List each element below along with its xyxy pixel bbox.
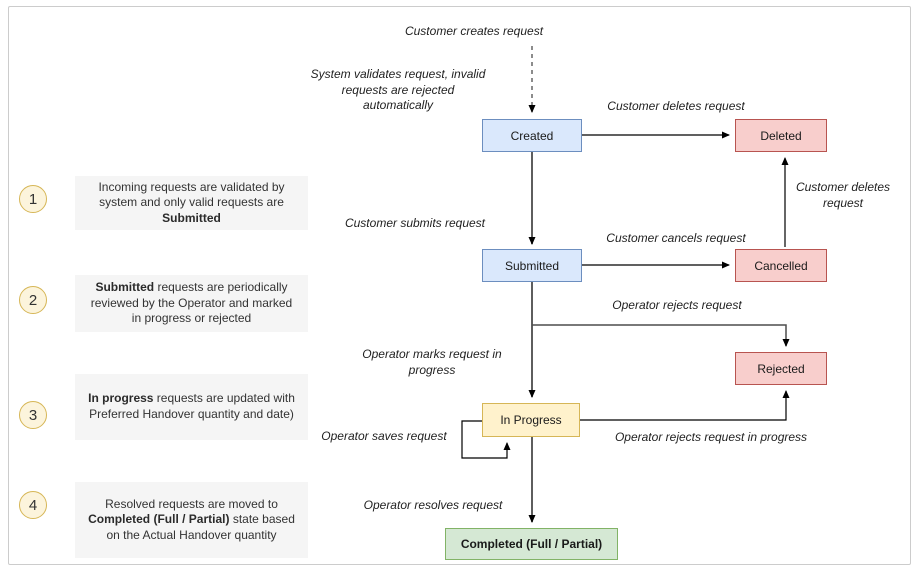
edge-label-system-validates: System validates request, invalid reques… [310,67,486,113]
state-label-completed: Completed (Full / Partial) [460,537,603,551]
note-2-segment: requests are periodically reviewed by th… [90,280,293,326]
note-3-segment: requests are updated with Preferred Hand… [89,391,295,421]
edge-label-customer-submits: Customer submits request [344,216,486,230]
note-4-segment: Resolved requests are moved to [105,496,278,511]
note-4-segment-bold: Completed (Full / Partial) [88,512,230,527]
note-4-text: Resolved requests are moved to Completed… [75,482,308,558]
note-2-segment-bold: Submitted [95,280,155,295]
state-box-rejected: Rejected [735,352,827,385]
note-2-text: Submitted requests are periodically revi… [75,275,308,332]
edge-label-operator-rejects-in-progress: Operator rejects request in progress [614,430,808,444]
state-box-deleted: Deleted [735,119,827,152]
state-label-rejected: Rejected [757,361,805,376]
edge-label-customer-deletes-side: Customer deletes request [795,180,891,210]
note-1-number: 1 [28,190,38,208]
edge-label-customer-deletes: Customer deletes request [607,99,745,113]
note-4-segment-2: state based on the Actual Handover quant… [106,512,295,542]
state-box-submitted: Submitted [482,249,582,282]
state-label-submitted: Submitted [504,258,560,273]
state-box-in-progress: In Progress [482,403,580,437]
note-3-text: In progress requests are updated with Pr… [75,374,308,440]
note-1-segment: Incoming requests are validated by syste… [98,179,285,210]
state-label-in-progress: In Progress [500,413,562,427]
edge-label-operator-rejects: Operator rejects request [612,298,742,312]
state-label-deleted: Deleted [760,128,802,143]
canvas-border [8,6,911,565]
edge-label-customer-cancels: Customer cancels request [606,231,746,245]
edge-label-operator-saves: Operator saves request [321,429,447,443]
state-box-cancelled: Cancelled [735,249,827,282]
state-box-completed: Completed (Full / Partial) [445,528,618,560]
note-4-number: 4 [28,496,38,514]
note-1-text: Incoming requests are validated by syste… [75,176,308,230]
state-box-created: Created [482,119,582,152]
edge-label-operator-resolves: Operator resolves request [363,498,503,512]
note-3-badge: 3 [19,401,47,429]
note-2-badge: 2 [19,286,47,314]
note-3-segment-bold: In progress [88,391,154,406]
state-label-created: Created [510,128,554,143]
note-2-number: 2 [28,291,38,309]
note-1-badge: 1 [19,185,47,213]
note-1-segment-bold: Submitted [162,210,221,225]
note-4-badge: 4 [19,491,47,519]
note-3-number: 3 [28,406,38,424]
edge-label-operator-marks: Operator marks request in progress [362,347,502,377]
edge-label-customer-creates: Customer creates request [404,24,544,38]
state-label-cancelled: Cancelled [754,258,808,273]
